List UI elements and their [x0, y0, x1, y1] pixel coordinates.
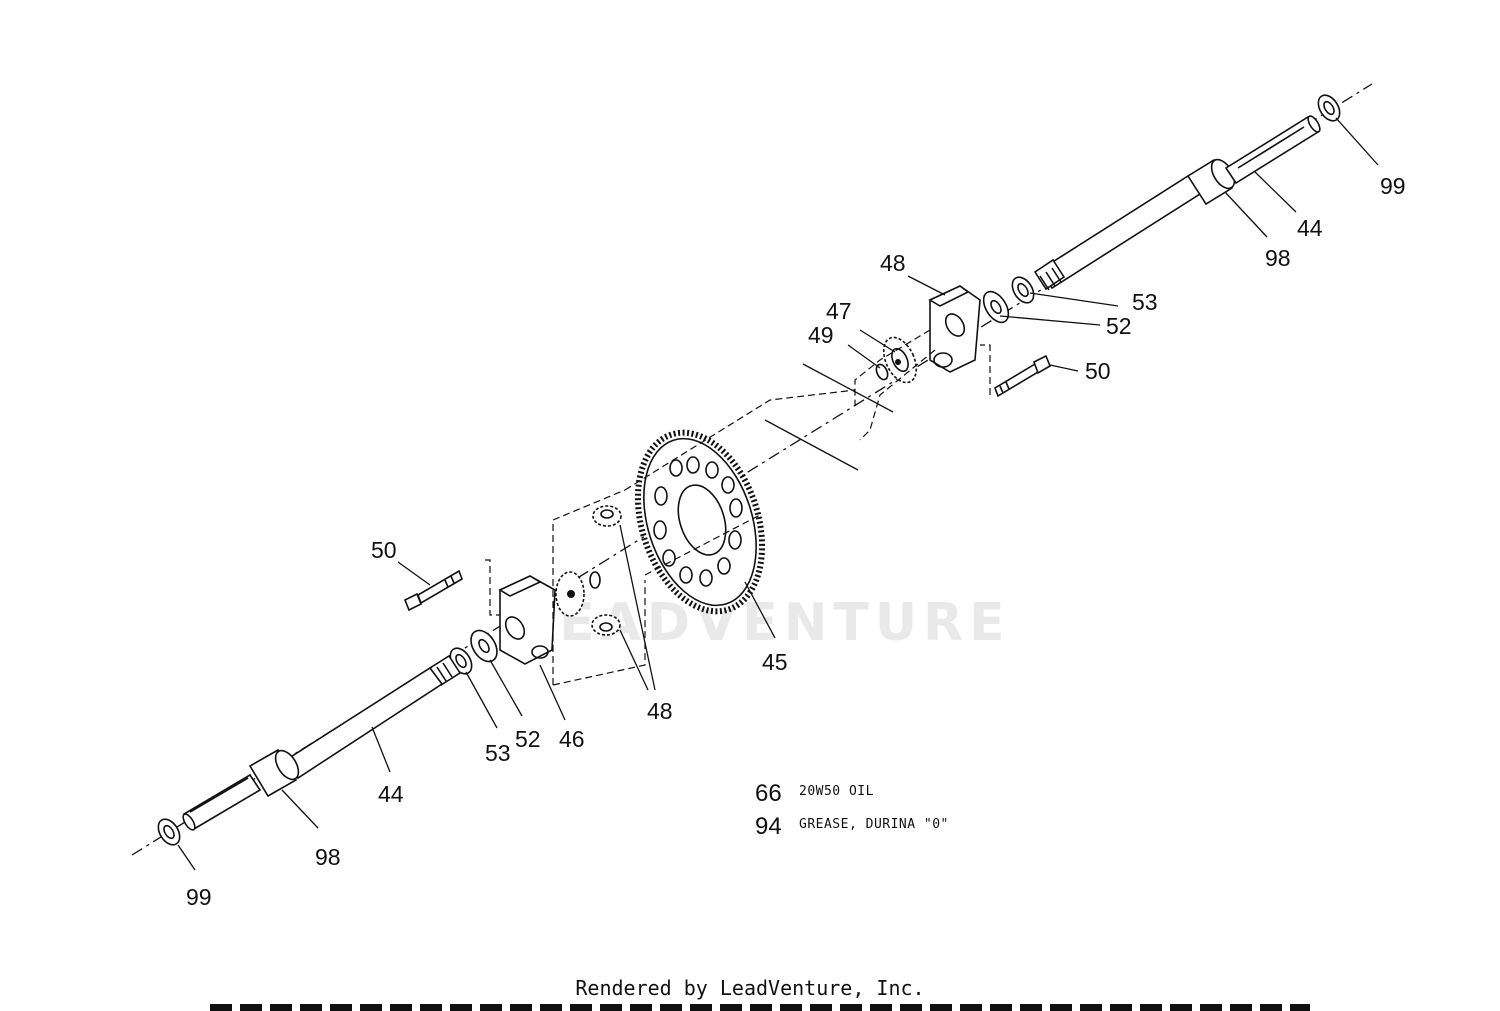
washer-52-top	[982, 290, 1010, 324]
washer-99-bottom	[157, 818, 181, 846]
pinion-gears-48	[555, 505, 622, 636]
callout-50-right: 50	[1085, 358, 1111, 384]
callout-53-bottom: 53	[485, 740, 511, 766]
snap-ring-49	[875, 363, 889, 381]
materials-legend: 66 20W50 OIL 94 GREASE, DURINA "0"	[755, 780, 949, 840]
callout-48-top: 48	[880, 250, 906, 276]
callout-labels: 99 44 98 48 53 47 52 49 50 50 45 48 46 5…	[186, 173, 1406, 910]
callout-46: 46	[559, 726, 585, 752]
callout-49: 49	[808, 322, 834, 348]
callout-52-top: 52	[1106, 313, 1132, 339]
callout-48-bottom: 48	[647, 698, 673, 724]
washer-99-top	[1317, 94, 1341, 122]
assembly-guides-left	[485, 389, 856, 686]
assembly-guides-right	[764, 329, 991, 471]
legend-number-94: 94	[755, 813, 782, 840]
bolt-50-right	[994, 354, 1051, 398]
callout-98-bottom: 98	[315, 844, 341, 870]
callout-99-top: 99	[1380, 173, 1406, 199]
left-axle-44	[182, 654, 462, 831]
legend-text-94: GREASE, DURINA "0"	[799, 817, 949, 832]
callout-50-left: 50	[371, 537, 397, 563]
bolt-50-left	[403, 569, 463, 612]
leader-lines	[177, 117, 1379, 871]
washer-52-bottom	[470, 629, 498, 663]
callout-45: 45	[762, 649, 788, 675]
callout-98-top: 98	[1265, 245, 1291, 271]
callout-44-top: 44	[1297, 215, 1323, 241]
carrier-46	[498, 575, 556, 665]
footer-credit: Rendered by LeadVenture, Inc.	[575, 976, 925, 1000]
callout-53-top: 53	[1132, 289, 1158, 315]
cropped-title-strip	[210, 1004, 1310, 1011]
carrier-48-top	[928, 285, 981, 373]
callout-44-bottom: 44	[378, 781, 404, 807]
leader-45	[744, 581, 776, 639]
callout-47: 47	[826, 298, 852, 324]
callout-99-bottom: 99	[186, 884, 212, 910]
right-axle-44	[1033, 115, 1321, 291]
legend-number-66: 66	[755, 780, 782, 807]
washer-53-top	[1011, 276, 1035, 304]
legend-text-66: 20W50 OIL	[799, 784, 874, 799]
ring-gear-45	[634, 429, 766, 615]
callout-52-bottom: 52	[515, 726, 541, 752]
